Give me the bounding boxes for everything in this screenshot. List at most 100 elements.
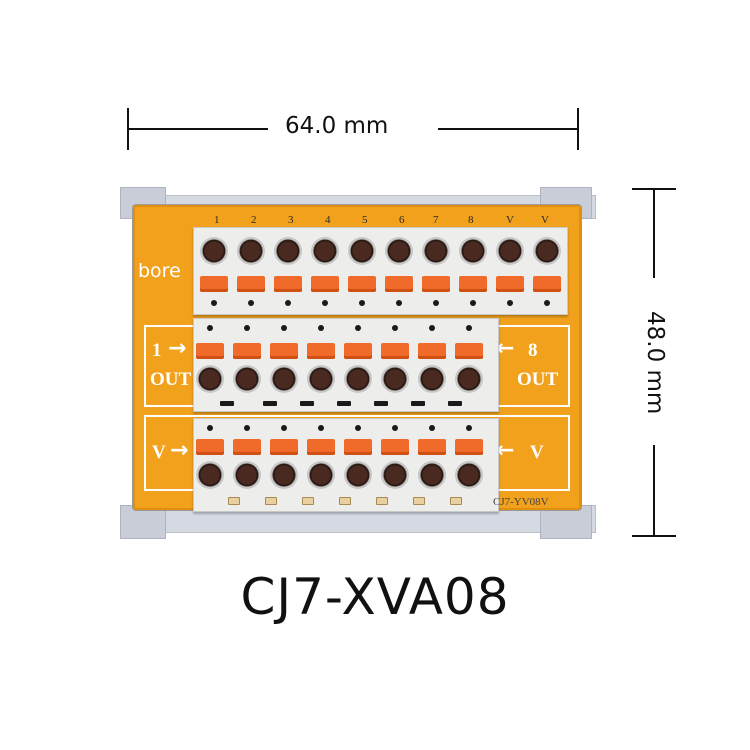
test-point (355, 425, 361, 431)
wire-entry-hole[interactable] (455, 461, 483, 489)
test-point (392, 325, 398, 331)
wire-entry-hole[interactable] (385, 237, 413, 265)
pcb-slot (337, 401, 351, 406)
release-lever[interactable] (196, 343, 224, 359)
top-number-5: 5 (362, 214, 368, 226)
test-point (466, 325, 472, 331)
top-number-v2: V (541, 214, 549, 226)
indicator-led (376, 497, 388, 505)
height-dimension-label: 48.0 mm (642, 311, 668, 415)
brand-logo: bore (138, 260, 181, 282)
v-terminal-block (193, 418, 499, 512)
rail-clip-bottom-left (120, 505, 166, 539)
top-number-7: 7 (433, 214, 439, 226)
release-lever[interactable] (237, 276, 265, 292)
wire-entry-hole[interactable] (233, 461, 261, 489)
release-lever[interactable] (381, 343, 409, 359)
wire-entry-hole[interactable] (196, 461, 224, 489)
pcb-slot (300, 401, 314, 406)
test-point (281, 325, 287, 331)
release-lever[interactable] (422, 276, 450, 292)
wire-entry-hole[interactable] (418, 461, 446, 489)
out-right-arrow-icon: ← (496, 336, 515, 361)
out-left-arrow-icon: → (168, 336, 187, 361)
top-number-1: 1 (214, 214, 220, 226)
release-lever[interactable] (274, 276, 302, 292)
wire-entry-hole[interactable] (237, 237, 265, 265)
wire-entry-hole[interactable] (381, 461, 409, 489)
release-lever[interactable] (307, 343, 335, 359)
release-lever[interactable] (496, 276, 524, 292)
release-lever[interactable] (385, 276, 413, 292)
release-lever[interactable] (233, 343, 261, 359)
release-lever[interactable] (344, 439, 372, 455)
release-lever[interactable] (455, 343, 483, 359)
test-point (318, 325, 324, 331)
wire-entry-hole[interactable] (422, 237, 450, 265)
pcb-slot (220, 401, 234, 406)
test-point (433, 300, 439, 306)
wire-entry-hole[interactable] (418, 365, 446, 393)
wire-entry-hole[interactable] (348, 237, 376, 265)
indicator-led (228, 497, 240, 505)
out-right-label: OUT (517, 369, 559, 390)
release-lever[interactable] (307, 439, 335, 455)
test-point (322, 300, 328, 306)
wire-entry-hole[interactable] (233, 365, 261, 393)
release-lever[interactable] (418, 343, 446, 359)
test-point (429, 425, 435, 431)
release-lever[interactable] (348, 276, 376, 292)
test-point (207, 425, 213, 431)
test-point (211, 300, 217, 306)
top-number-v1: V (506, 214, 514, 226)
test-point (281, 425, 287, 431)
test-point (429, 325, 435, 331)
wire-entry-hole[interactable] (344, 365, 372, 393)
release-lever[interactable] (311, 276, 339, 292)
top-terminal-block (193, 227, 568, 315)
wire-entry-hole[interactable] (270, 365, 298, 393)
test-point (248, 300, 254, 306)
wire-entry-hole[interactable] (311, 237, 339, 265)
v-left-label: V (152, 442, 166, 463)
width-dim-right-tick (577, 108, 579, 150)
wire-entry-hole[interactable] (307, 461, 335, 489)
indicator-led (413, 497, 425, 505)
wire-entry-hole[interactable] (196, 365, 224, 393)
width-dim-line-left (128, 128, 268, 130)
wire-entry-hole[interactable] (344, 461, 372, 489)
out-terminal-block (193, 318, 499, 412)
test-point (355, 325, 361, 331)
release-lever[interactable] (196, 439, 224, 455)
release-lever[interactable] (200, 276, 228, 292)
top-number-8: 8 (468, 214, 474, 226)
test-point (285, 300, 291, 306)
release-lever[interactable] (455, 439, 483, 455)
wire-entry-hole[interactable] (496, 237, 524, 265)
release-lever[interactable] (233, 439, 261, 455)
wire-entry-hole[interactable] (459, 237, 487, 265)
test-point (359, 300, 365, 306)
release-lever[interactable] (270, 343, 298, 359)
release-lever[interactable] (418, 439, 446, 455)
release-lever[interactable] (533, 276, 561, 292)
wire-entry-hole[interactable] (274, 237, 302, 265)
wire-entry-hole[interactable] (200, 237, 228, 265)
wire-entry-hole[interactable] (455, 365, 483, 393)
height-dim-line-bottom (653, 445, 655, 535)
board-model-text: CJ7-YV08V (493, 496, 549, 508)
release-lever[interactable] (344, 343, 372, 359)
wire-entry-hole[interactable] (307, 365, 335, 393)
release-lever[interactable] (459, 276, 487, 292)
test-point (244, 425, 250, 431)
test-point (318, 425, 324, 431)
release-lever[interactable] (270, 439, 298, 455)
test-point (396, 300, 402, 306)
pcb-slot (448, 401, 462, 406)
indicator-led (450, 497, 462, 505)
release-lever[interactable] (381, 439, 409, 455)
wire-entry-hole[interactable] (270, 461, 298, 489)
wire-entry-hole[interactable] (533, 237, 561, 265)
wire-entry-hole[interactable] (381, 365, 409, 393)
width-dimension-label: 64.0 mm (285, 113, 389, 139)
